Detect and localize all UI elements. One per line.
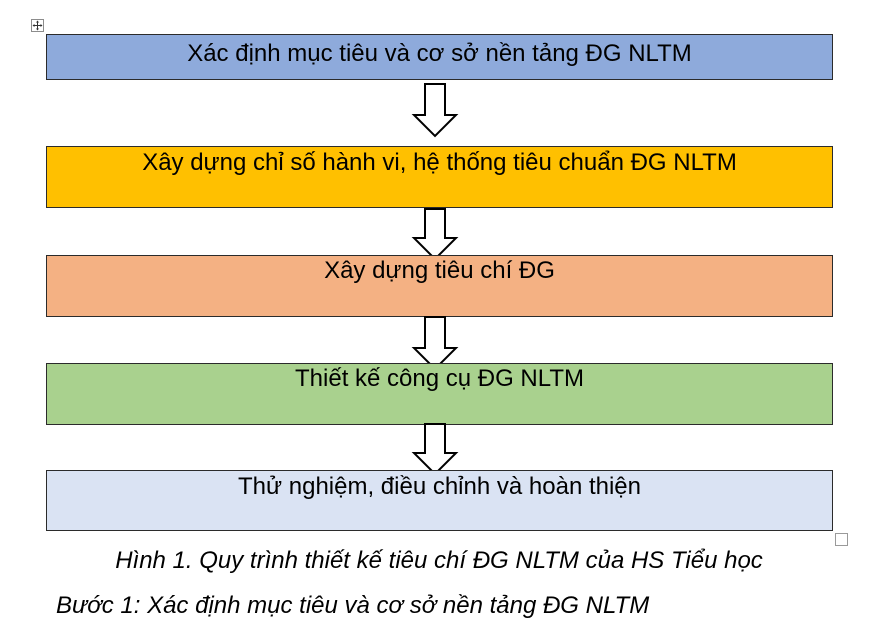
flowchart-step-1: Xác định mục tiêu và cơ sở nền tảng ĐG N… [46, 34, 833, 80]
flowchart-step-5: Thử nghiệm, điều chỉnh và hoàn thiện [46, 470, 833, 531]
flowchart-step-2: Xây dựng chỉ số hành vi, hệ thống tiêu c… [46, 146, 833, 208]
flowchart-step-4: Thiết kế công cụ ĐG NLTM [46, 363, 833, 425]
down-arrow-icon [411, 423, 459, 476]
flowchart-step-1-label: Xác định mục tiêu và cơ sở nền tảng ĐG N… [187, 40, 692, 67]
table-resize-handle-icon[interactable] [835, 533, 848, 546]
flowchart-step-5-label: Thử nghiệm, điều chỉnh và hoàn thiện [238, 473, 641, 500]
figure-caption: Hình 1. Quy trình thiết kế tiêu chí ĐG N… [115, 547, 763, 574]
table-move-handle-icon[interactable] [31, 19, 44, 32]
flowchart-step-3-label: Xây dựng tiêu chí ĐG [324, 257, 555, 284]
flowchart-step-4-label: Thiết kế công cụ ĐG NLTM [295, 365, 584, 392]
down-arrow-icon [411, 316, 459, 371]
flowchart-step-2-label: Xây dựng chỉ số hành vi, hệ thống tiêu c… [142, 149, 737, 176]
down-arrow-icon [411, 83, 459, 138]
flowchart-step-3: Xây dựng tiêu chí ĐG [46, 255, 833, 317]
down-arrow-icon [411, 208, 459, 261]
step-heading: Bước 1: Xác định mục tiêu và cơ sở nền t… [56, 592, 650, 619]
